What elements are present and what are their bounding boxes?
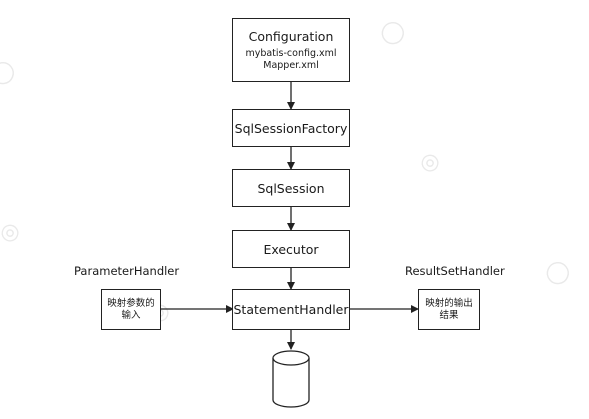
parameter-handler-label: ParameterHandler	[74, 264, 180, 278]
result-set-handler-label: ResultSetHandler	[405, 264, 505, 278]
executor-title: Executor	[263, 241, 319, 257]
parameter-mapping-line: 输入	[121, 309, 141, 321]
sql-session-title: SqlSession	[257, 180, 325, 196]
sql-session-box: SqlSession	[232, 169, 350, 207]
parameter-mapping-box: 映射参数的 输入	[101, 289, 161, 330]
statement-handler-title: StatementHandler	[233, 302, 349, 317]
configuration-box: Configuration mybatis-config.xml Mapper.…	[232, 18, 350, 82]
statement-handler-box: StatementHandler	[232, 289, 350, 330]
configuration-title: Configuration	[248, 28, 334, 44]
configuration-file-line: Mapper.xml	[263, 59, 319, 71]
result-mapping-line: 映射的输出	[425, 297, 473, 309]
result-mapping-line: 结果	[439, 309, 459, 321]
executor-box: Executor	[232, 230, 350, 268]
database-icon	[272, 350, 310, 408]
sql-session-factory-title: SqlSessionFactory	[234, 120, 348, 136]
result-mapping-box: 映射的输出 结果	[418, 289, 480, 330]
sql-session-factory-box: SqlSessionFactory	[232, 109, 350, 147]
parameter-mapping-line: 映射参数的	[107, 297, 155, 309]
configuration-file-line: mybatis-config.xml	[245, 47, 337, 59]
